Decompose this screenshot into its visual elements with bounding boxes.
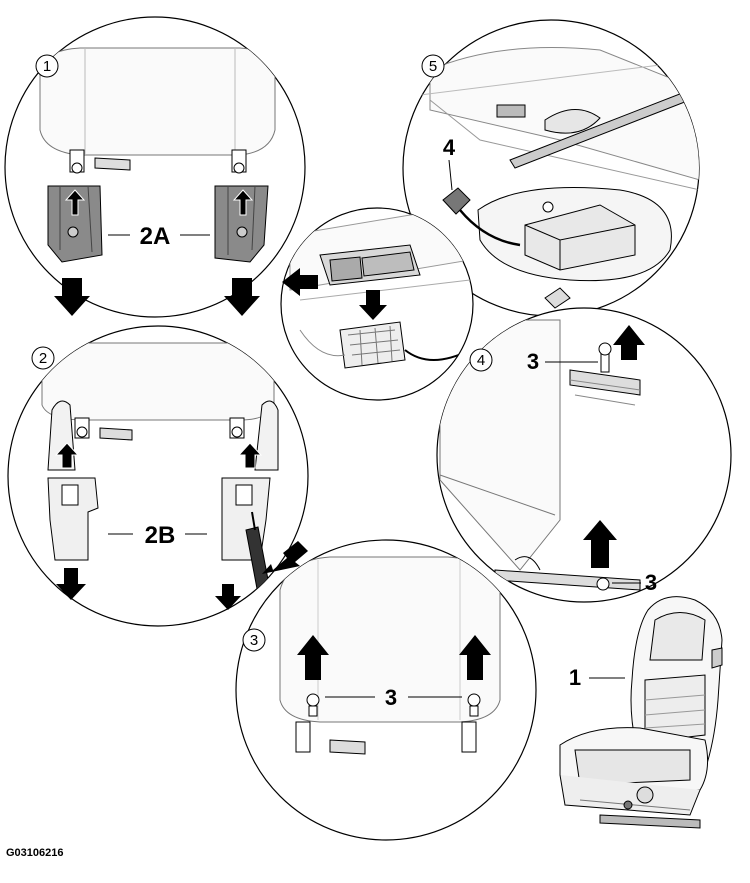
step4-number: 4 [477,352,485,369]
callout-3-rail-rear: 3 [645,570,657,595]
step1-detail: 1 2A [4,16,306,318]
step3-detail: 3 3 [235,539,537,841]
step5-number: 5 [429,58,437,75]
callout-3-headrest-bolts: 3 [385,685,397,710]
step3-number: 3 [250,632,258,649]
step4-detail: 4 3 3 [436,307,732,603]
step2-detail: 2 2B [7,325,309,627]
seat-illustration [559,596,723,829]
step5-detail: 5 4 [402,19,700,317]
figure-code: G03106216 [6,847,64,859]
callout-2A: 2A [140,223,171,250]
step2-number: 2 [39,350,47,367]
callout-4-connector: 4 [443,135,456,160]
connector-detail [280,207,474,401]
step1-number: 1 [43,58,51,75]
callout-1-seat: 1 [569,665,581,690]
callout-2B: 2B [145,522,176,549]
callout-3-rail-front: 3 [527,349,539,374]
